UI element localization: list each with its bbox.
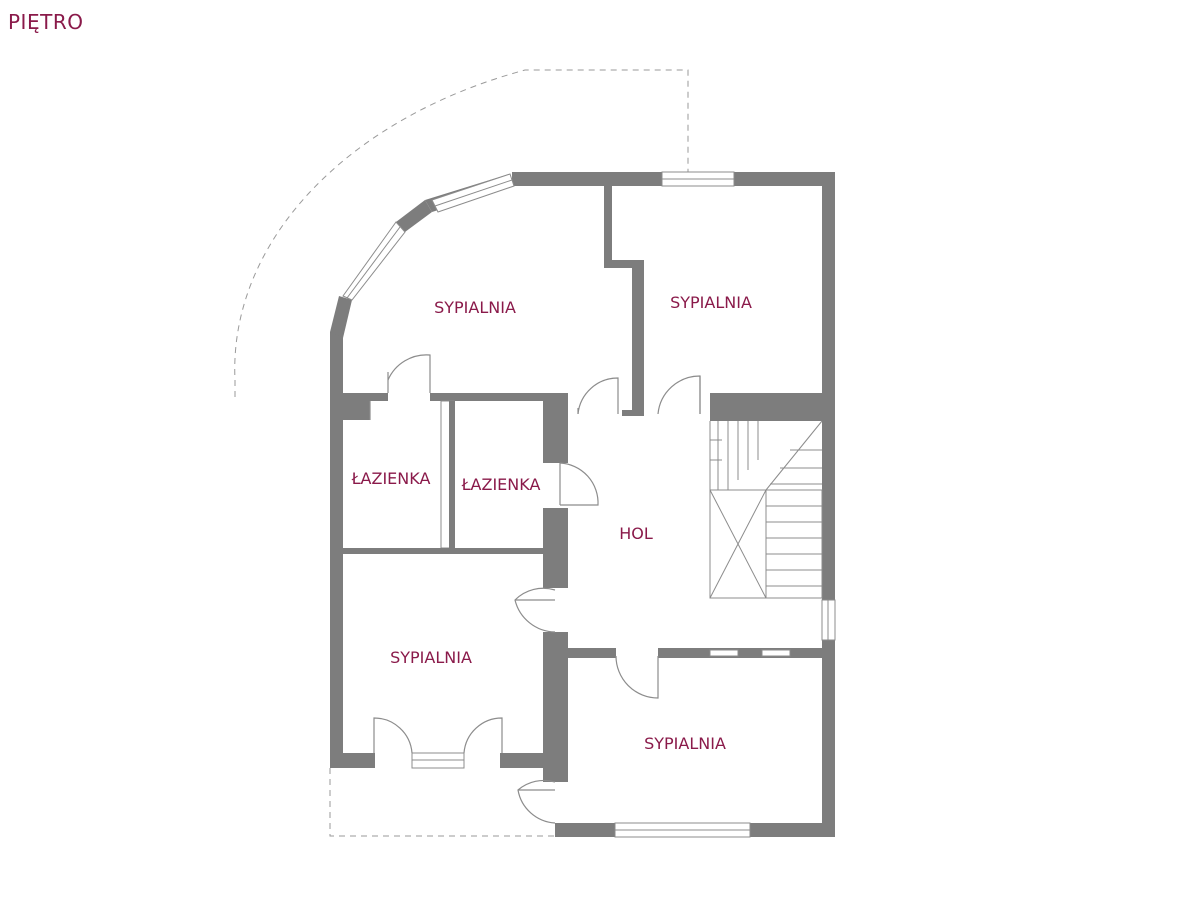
bay-windows bbox=[342, 171, 836, 838]
terrace-outline bbox=[234, 69, 689, 837]
interior-walls bbox=[343, 186, 822, 782]
doors bbox=[369, 354, 701, 824]
page-title: PIĘTRO bbox=[8, 10, 84, 34]
room-label-bathroom-2: ŁAZIENKA bbox=[461, 475, 541, 494]
room-label-bedroom-2: SYPIALNIA bbox=[670, 293, 752, 312]
staircase bbox=[709, 420, 823, 599]
room-label-bedroom-3: SYPIALNIA bbox=[390, 648, 472, 667]
hall-windows bbox=[709, 649, 791, 657]
room-label-hall: HOL bbox=[619, 524, 653, 543]
room-labels: SYPIALNIA SYPIALNIA ŁAZIENKA ŁAZIENKA HO… bbox=[351, 293, 752, 753]
room-label-bedroom-4: SYPIALNIA bbox=[644, 734, 726, 753]
room-label-bedroom-1: SYPIALNIA bbox=[434, 298, 516, 317]
room-label-bathroom-1: ŁAZIENKA bbox=[351, 469, 431, 488]
